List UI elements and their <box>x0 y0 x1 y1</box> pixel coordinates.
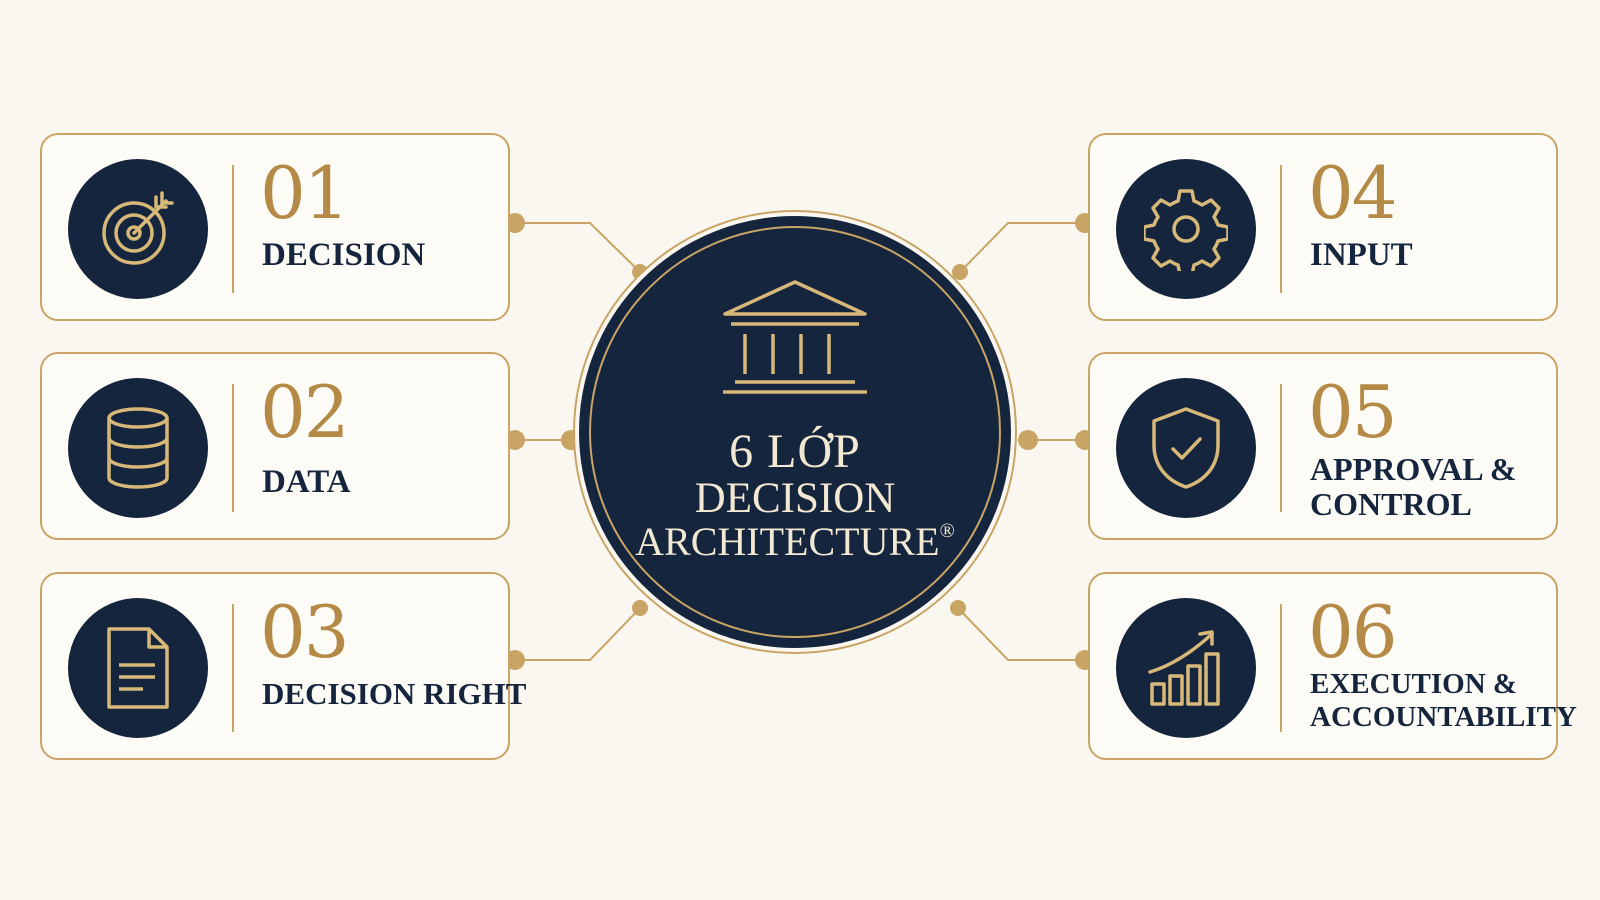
layer-number: 02 <box>260 370 350 454</box>
layer-card-03[interactable]: 03 DECISION RIGHT <box>40 572 527 760</box>
layer-number: 05 <box>1308 370 1398 454</box>
connector-01 <box>515 222 641 273</box>
temple-icon <box>723 280 867 394</box>
growth-chart-icon <box>1148 630 1220 706</box>
icon-badge <box>1116 159 1256 299</box>
layer-label: DECISION RIGHT <box>262 676 527 711</box>
center-inner-ring <box>589 226 1001 638</box>
icon-badge <box>1116 378 1256 518</box>
card-divider <box>232 165 234 293</box>
card-divider <box>232 384 234 512</box>
center-title-line1: 6 LỚP <box>729 425 861 478</box>
connector-dot <box>505 213 525 233</box>
layer-label: DECISION <box>262 237 426 273</box>
layer-label: APPROVAL & CONTROL <box>1310 451 1517 522</box>
center-title-line2: DECISION <box>694 475 896 522</box>
layer-card-04[interactable]: 04 INPUT <box>1088 133 1558 321</box>
icon-badge <box>1116 598 1256 738</box>
card-divider <box>1280 384 1282 512</box>
document-icon <box>107 627 169 709</box>
gear-icon <box>1144 189 1228 271</box>
shield-check-icon <box>1152 407 1220 489</box>
layer-label: INPUT <box>1310 237 1413 273</box>
connector-03 <box>515 607 641 661</box>
target-icon <box>102 191 174 265</box>
layer-label: DATA <box>262 464 351 500</box>
connector-dot <box>952 264 968 280</box>
icon-badge <box>68 378 208 518</box>
center-title-line3: ARCHITECTURE® <box>579 518 1011 565</box>
card-divider <box>1280 604 1282 732</box>
layer-card-05[interactable]: 05 APPROVAL & CONTROL <box>1088 352 1558 540</box>
connector-dot <box>632 600 648 616</box>
icon-badge <box>68 159 208 299</box>
layer-card-01[interactable]: 01 DECISION <box>40 133 510 321</box>
layer-number: 03 <box>260 590 350 674</box>
registered-mark: ® <box>939 520 955 542</box>
connector-06 <box>957 607 1085 661</box>
card-divider <box>1280 165 1282 293</box>
connector-dot <box>505 430 525 450</box>
connector-dot <box>1018 430 1038 450</box>
icon-badge <box>68 598 208 738</box>
connector-dot <box>505 650 525 670</box>
layer-label: EXECUTION & ACCOUNTABILITY <box>1310 668 1577 733</box>
card-divider <box>232 604 234 732</box>
center-title-text: ARCHITECTURE <box>635 519 940 564</box>
connector-dot <box>950 600 966 616</box>
layer-card-02[interactable]: 02 DATA <box>40 352 510 540</box>
layer-number: 01 <box>260 151 350 235</box>
center-medallion: 6 LỚP DECISION ARCHITECTURE® <box>575 212 1015 652</box>
connector-04 <box>959 222 1085 273</box>
layer-card-06[interactable]: 06 EXECUTION & ACCOUNTABILITY <box>1088 572 1577 760</box>
database-icon <box>107 407 169 489</box>
layer-number: 06 <box>1308 590 1398 674</box>
layer-number: 04 <box>1308 151 1398 235</box>
